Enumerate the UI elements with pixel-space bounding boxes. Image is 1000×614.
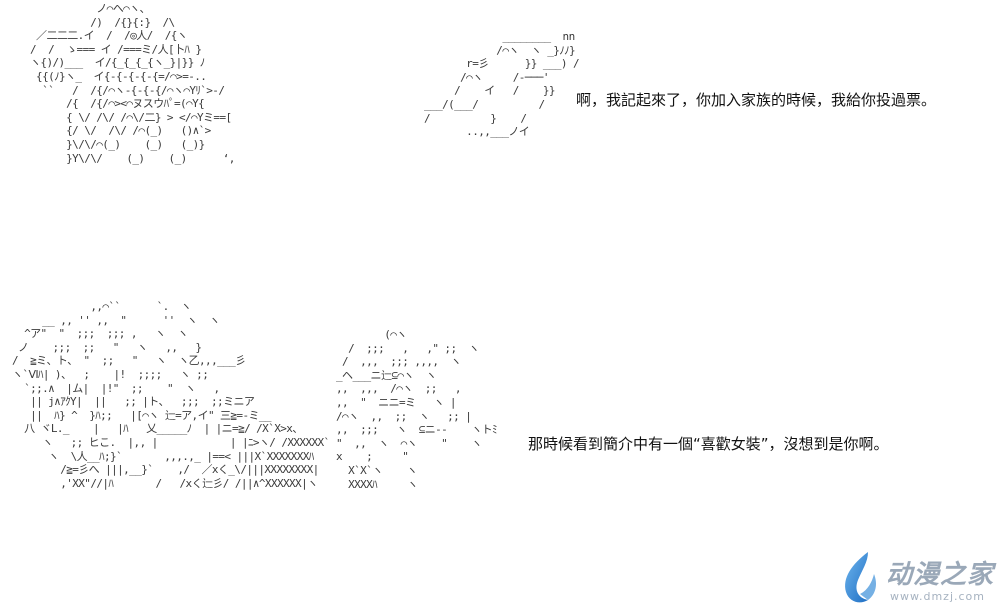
ascii-art-bottom-right: (⌒ヽ / ;;; , ," ;; ヽ / ,,, ;;; ,,,, ヽ _ヘ_… (336, 328, 498, 491)
caption-top: 啊，我記起來了，你加入家族的時候，我給你投過票。 (576, 91, 937, 109)
watermark: 动漫之家 www.dmzj.com (838, 548, 998, 610)
watermark-url: www.dmzj.com (890, 590, 985, 603)
ascii-art-top-right: ________ nn /⌒ヽ ヽ _}ﾉﾉ} r=彡 }} ___) / /⌒… (424, 30, 580, 139)
ascii-art-top: ノ⌒へ⌒ヽ、 /) /{}{:} /\ ／二二二.イ / /◎人/ /{ヽ / … (30, 2, 235, 165)
caption-bottom: 那時候看到簡介中有一個“喜歡女裝”，沒想到是你啊。 (528, 435, 889, 453)
blue-leaf-icon (845, 552, 876, 603)
watermark-title: 动漫之家 (886, 560, 995, 590)
ascii-art-bottom: ,,⌒`` `. ヽ __ ,, '' ,, " '' ヽ ヽ ^ア" " ;;… (12, 300, 330, 490)
